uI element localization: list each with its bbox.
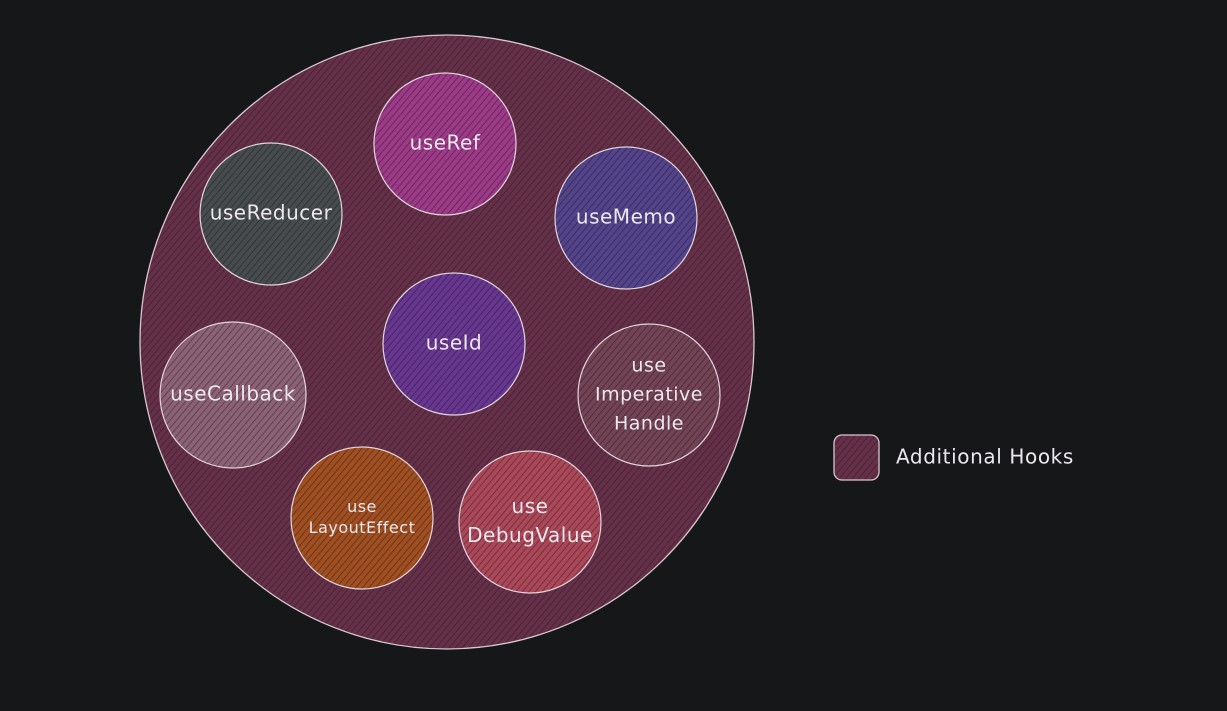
hook-label: LayoutEffect — [309, 518, 416, 537]
hook-label: useMemo — [576, 205, 676, 229]
hook-label: useId — [426, 331, 483, 355]
hook-label: use — [347, 497, 377, 516]
hook-label: use — [512, 494, 549, 518]
hook-node-use-callback: useCallback — [159, 321, 307, 469]
hook-label: Imperative — [595, 384, 703, 406]
hook-label: useCallback — [170, 382, 296, 406]
legend-label: Additional Hooks — [896, 445, 1074, 469]
legend: Additional Hooks — [833, 434, 1074, 481]
hook-label: Handle — [614, 413, 684, 435]
legend-swatch — [833, 434, 880, 481]
hook-node-use-ref: useRef — [373, 72, 517, 216]
hook-label: DebugValue — [467, 523, 593, 547]
hook-node-use-reducer: useReducer — [199, 142, 343, 286]
hook-label: useReducer — [210, 201, 333, 225]
hook-node-use-memo: useMemo — [554, 146, 698, 290]
hook-label: useRef — [410, 131, 481, 155]
hook-label: use — [631, 355, 666, 377]
hook-node-use-id: useId — [382, 272, 526, 416]
